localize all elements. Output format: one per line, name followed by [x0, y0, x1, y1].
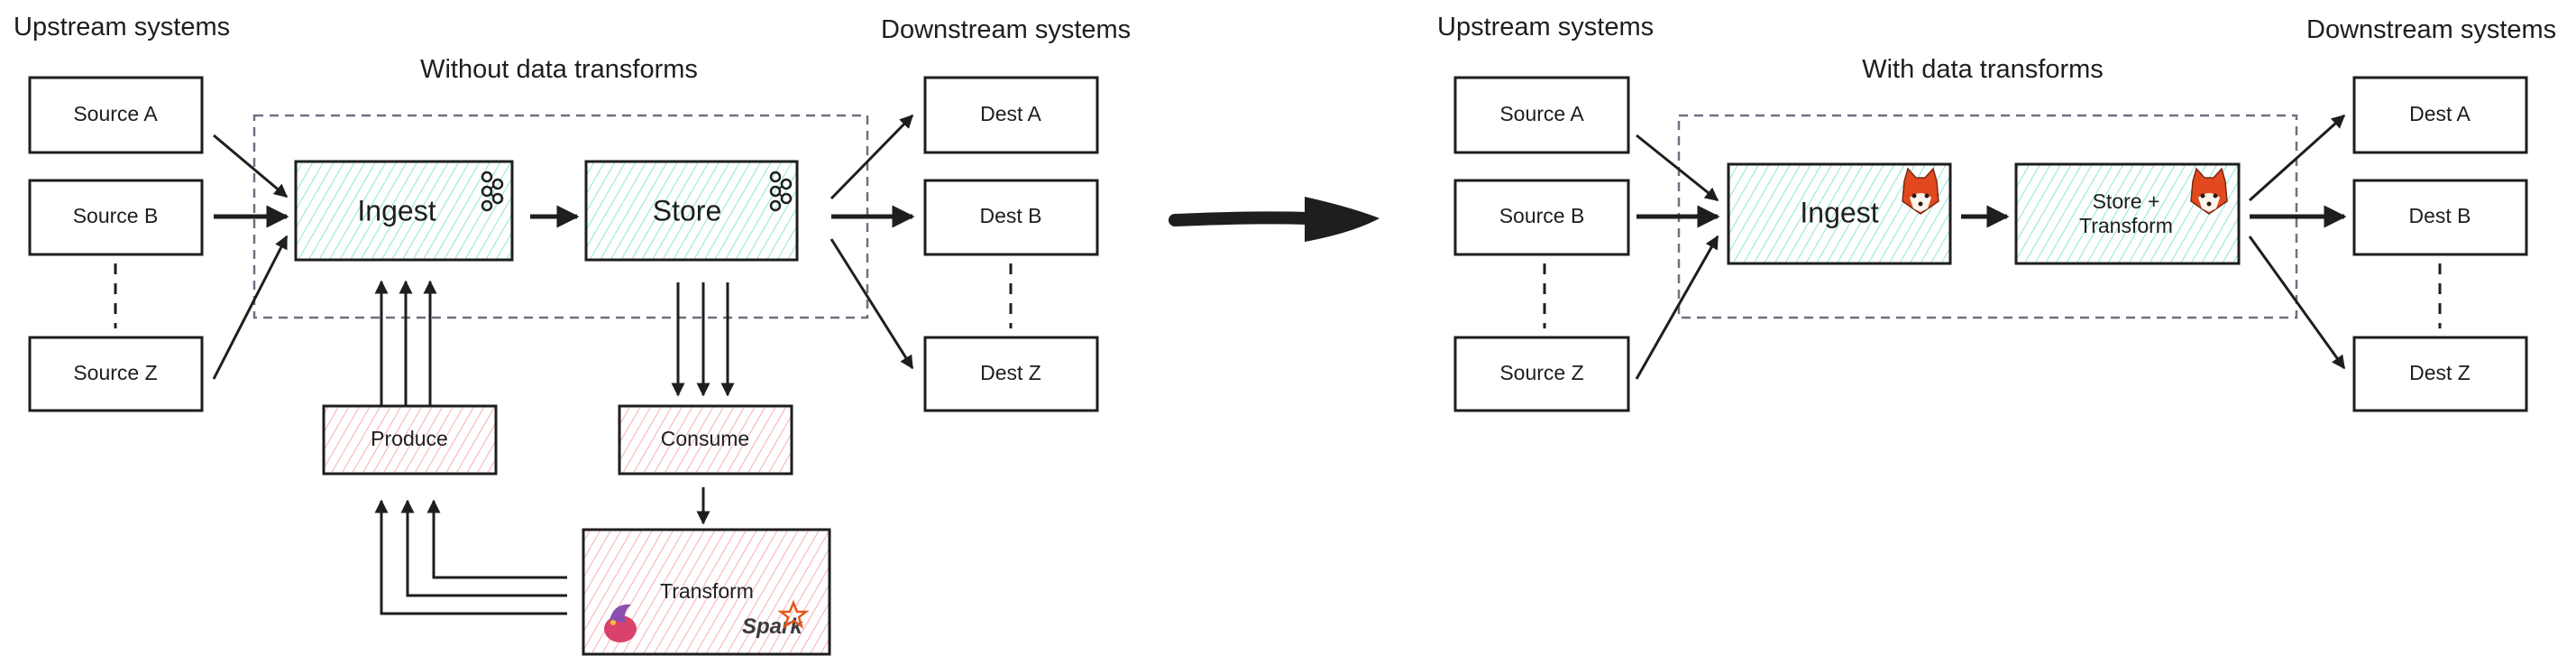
dest-b-label: Dest B: [979, 204, 1041, 227]
ingest-label: Ingest: [357, 194, 435, 226]
source-z-box: Source Z: [28, 336, 204, 412]
source-z-label: Source Z: [73, 361, 157, 384]
upstream-systems-label: Upstream systems: [1437, 13, 1654, 42]
produce-box: Produce: [322, 404, 498, 476]
flow-arrows: [212, 114, 915, 615]
store-label: Store +: [2093, 189, 2160, 213]
dest-b-box: Dest B: [2352, 179, 2528, 256]
downstream-systems-label: Downstream systems: [881, 15, 1131, 44]
left-diagram: Upstream systems Downstream systems With…: [14, 13, 1131, 656]
upstream-systems-label: Upstream systems: [14, 13, 230, 42]
dest-a-label: Dest A: [980, 102, 1041, 125]
consume-box: Consume: [618, 404, 793, 476]
source-a-box: Source A: [28, 76, 204, 154]
source-b-label: Source B: [73, 204, 159, 227]
dest-z-label: Dest Z: [2409, 361, 2471, 384]
dest-z-box: Dest Z: [2352, 336, 2528, 412]
downstream-systems-label: Downstream systems: [2306, 15, 2556, 44]
consume-label: Consume: [661, 427, 749, 450]
transition-arrow: [1169, 197, 1380, 242]
diagram-title: Without data transforms: [420, 55, 698, 84]
spark-icon: Spark: [742, 599, 810, 639]
store-label: Store: [653, 194, 721, 226]
source-z-box: Source Z: [1453, 336, 1630, 412]
ingest-label: Ingest: [1800, 196, 1878, 228]
dest-b-label: Dest B: [2408, 204, 2471, 227]
source-b-label: Source B: [1499, 204, 1585, 227]
source-a-box: Source A: [1453, 76, 1630, 154]
source-b-box: Source B: [1453, 179, 1630, 256]
source-b-box: Source B: [28, 179, 204, 256]
produce-label: Produce: [371, 427, 448, 450]
dest-z-label: Dest Z: [980, 361, 1041, 384]
svg-text:Spark: Spark: [742, 614, 803, 639]
dest-z-box: Dest Z: [923, 336, 1099, 412]
diagram-title: With data transforms: [1862, 55, 2104, 84]
ingest-box: Ingest: [1727, 162, 1952, 265]
source-z-label: Source Z: [1499, 361, 1583, 384]
store-transform-box: Store + Transform: [2014, 162, 2241, 265]
ingest-box: Ingest: [294, 160, 514, 262]
dest-a-box: Dest A: [2352, 76, 2528, 154]
transform-label: Transform: [660, 579, 754, 603]
flow-arrows: [1635, 114, 2347, 380]
store-box: Store: [584, 160, 799, 262]
dest-b-box: Dest B: [923, 179, 1099, 256]
right-diagram: Upstream systems Downstream systems With…: [1437, 13, 2556, 412]
source-a-label: Source A: [73, 102, 158, 125]
flink-icon: [604, 604, 637, 642]
source-a-label: Source A: [1499, 102, 1584, 125]
dest-a-label: Dest A: [2409, 102, 2471, 125]
transform-box: Transform Spark: [582, 528, 831, 656]
transform-label: Transform: [2079, 214, 2173, 237]
dest-a-box: Dest A: [923, 76, 1099, 154]
